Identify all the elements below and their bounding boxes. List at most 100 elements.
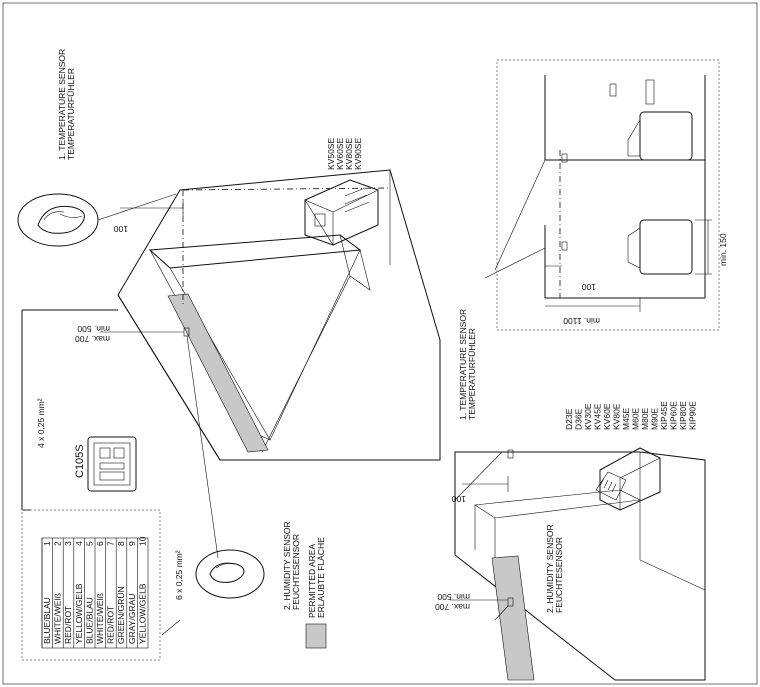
sensor1-label: 1. TEMPERATURE SENSOR — [57, 49, 67, 160]
heater-model-right: KV45E — [593, 403, 603, 430]
sensor1-label-right-de: TEMPERATURFÜHLER — [467, 328, 477, 420]
heater-model-top-3: KV80SE — [344, 138, 354, 170]
terminal-number: 8 — [116, 541, 126, 546]
control-unit-label-group: C105S — [74, 444, 86, 478]
sensor1-label-de: TEMPERATURFÜHLER — [66, 68, 76, 160]
terminal-label-group: GRAY/GRAU — [127, 594, 137, 644]
terminal-number-group: 6 — [95, 541, 105, 546]
dim-min500-left: min. 500 — [77, 324, 110, 334]
heater-model-right: M60E — [631, 407, 641, 430]
cable-bottom-group: 6 x 0,25 mm² — [174, 550, 184, 600]
control-unit-label: C105S — [74, 444, 86, 478]
terminal-number: 10 — [137, 536, 147, 546]
dim-right-group: max. 700 min. 500 — [435, 592, 470, 612]
heater-model-right: M80E — [640, 407, 650, 430]
sensor1-label-group: 1. TEMPERATURE SENSOR TEMPERATURFÜHLER — [57, 49, 76, 160]
terminal-label-group: WHITE/WEIß — [53, 593, 63, 644]
heater-model-right: M45E — [621, 407, 631, 430]
permitted-area-left — [168, 294, 268, 452]
dim-100-side: 100 — [582, 282, 596, 292]
terminal-number-group: 4 — [74, 541, 84, 546]
cable-top-label: 4 x 0,25 mm² — [36, 398, 46, 448]
heater-model-right: M90E — [650, 407, 660, 430]
heater-model-top-2: KV60SE — [335, 138, 345, 170]
terminal-label-group: WHITE/WEIß — [95, 593, 105, 644]
sensor2-label-de: FEUCHTESENSOR — [291, 534, 301, 610]
humidity-sensor-detail — [195, 549, 265, 599]
dim-min150-group: min. 150 — [718, 233, 728, 266]
side-view — [484, 59, 720, 331]
heater-right — [595, 447, 661, 511]
terminal-number: 9 — [127, 541, 137, 546]
terminal-label-group: YELLOW/GELB — [137, 583, 147, 644]
dim-100-left: 100 — [114, 224, 128, 234]
sauna-room-left — [100, 169, 441, 559]
terminal-wire-label: WHITE/WEIß — [95, 593, 105, 644]
terminal-number-group: 7 — [106, 541, 116, 546]
heater-model-right: KIP45E — [659, 401, 669, 430]
terminal-wire-label: YELLOW/GELB — [74, 583, 84, 644]
terminal-number: 4 — [74, 541, 84, 546]
sensor2-label-right-group: 2. HUMIDITY SENSOR FEUCHTESENSOR — [545, 524, 564, 613]
terminal-number-group: 10 — [137, 536, 147, 546]
permitted-label: PERMITTED AREA — [307, 544, 317, 618]
heater-model-right: KIP80E — [678, 401, 688, 430]
heater-model-right: KIP60E — [669, 401, 679, 430]
heater-models-top-group: KV50SE KV60SE KV80SE KV90SE — [326, 138, 363, 170]
temperature-sensor-detail — [17, 193, 177, 247]
heater-model-right: KV60E — [602, 403, 612, 430]
terminal-label-group: YELLOW/GELB — [74, 583, 84, 644]
heater-model-right: D23E — [564, 408, 574, 430]
dim-max700-right: max. 700 — [435, 602, 470, 612]
heater-model-right: KIP90E — [688, 401, 698, 430]
terminal-label-group: GREEN/GRÜN — [116, 586, 126, 644]
terminal-wire-label: GRAY/GRAU — [127, 594, 137, 644]
dim-100-left-group: 100 — [114, 224, 128, 234]
terminal-number-group: 2 — [53, 541, 63, 546]
terminal-number-group: 9 — [127, 541, 137, 546]
terminal-wire-label: BLUE/BLAU — [42, 597, 52, 644]
dim-100-side-group: 100 — [582, 282, 596, 292]
terminal-wire-label: YELLOW/GELB — [137, 583, 147, 644]
sensor1-label-right-group: 1. TEMPERATURE SENSOR TEMPERATURFÜHLER — [458, 309, 477, 420]
dim-min500-right: min. 500 — [437, 592, 470, 602]
permitted-area-legend-swatch — [306, 624, 326, 648]
dim-100-right-group: 100 — [452, 494, 466, 504]
terminal-number: 6 — [95, 541, 105, 546]
heater-kv-top — [304, 179, 379, 247]
heater-model-top-1: KV50SE — [326, 138, 336, 170]
terminal-wire-label: GREEN/GRÜN — [116, 586, 126, 644]
cable-bottom-label: 6 x 0,25 mm² — [174, 550, 184, 600]
terminal-wire-label: RED/ROT — [63, 606, 73, 644]
dim-min1100-group: min. 1100 — [563, 316, 600, 326]
permitted-label-de: ERLAUBTE FLÄCHE — [316, 537, 326, 618]
sensor2-label-right: 2. HUMIDITY SENSOR — [545, 524, 555, 613]
terminal-number-group: 8 — [116, 541, 126, 546]
permitted-area-right — [492, 556, 534, 680]
terminal-number: 3 — [63, 541, 73, 546]
humidity-sensor-right — [507, 597, 514, 607]
heater-model-top-4: KV90SE — [353, 138, 363, 170]
sauna-room-right — [450, 447, 706, 681]
sensor1-label-right: 1. TEMPERATURE SENSOR — [458, 309, 468, 420]
terminal-number-group: 1 — [42, 541, 52, 546]
terminal-label-group: BLUE/BLAU — [84, 597, 94, 644]
sensor2-label: 2. HUMIDITY SENSOR — [282, 521, 292, 610]
heater-model-right: D36E — [574, 408, 584, 430]
terminal-wire-label: RED/ROT — [106, 606, 116, 644]
dim-min1100: min. 1100 — [563, 316, 600, 326]
sensor2-label-right-de: FEUCHTESENSOR — [554, 537, 564, 613]
dim-min150: min. 150 — [718, 233, 728, 266]
dim-left-group: max. 700 min. 500 — [75, 324, 110, 344]
terminal-number: 1 — [42, 541, 52, 546]
terminal-number-group: 5 — [84, 541, 94, 546]
terminal-number: 2 — [53, 541, 63, 546]
terminal-label-group: BLUE/BLAU — [42, 597, 52, 644]
terminal-wire-label: BLUE/BLAU — [84, 597, 94, 644]
dim-100-right: 100 — [452, 494, 466, 504]
